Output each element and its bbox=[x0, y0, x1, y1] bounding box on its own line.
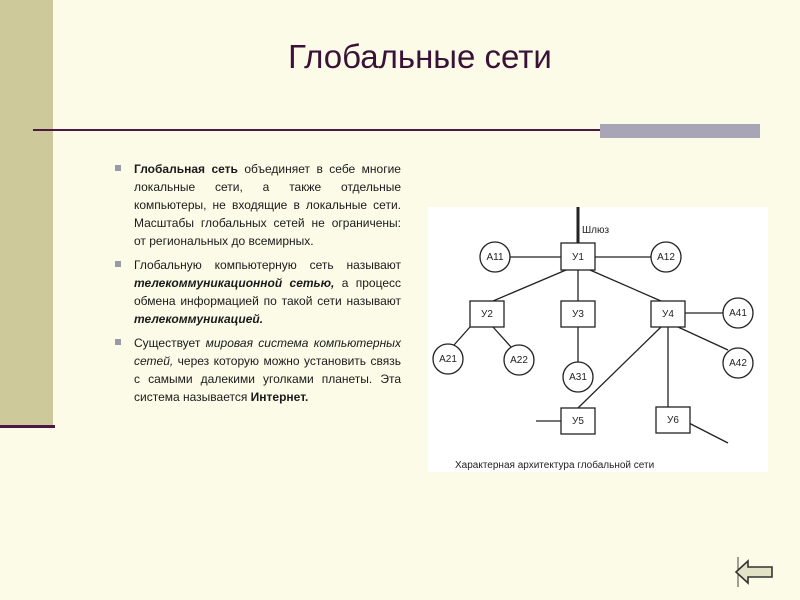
network-diagram-svg: У1 У2 У3 У4 У5 У6 А11 А12 А21 А22 А31 А4… bbox=[432, 207, 754, 471]
router-y1-box bbox=[560, 242, 596, 271]
back-arrow-shape bbox=[734, 559, 773, 585]
paragraph-3-text-a: Существует bbox=[134, 336, 206, 350]
link-y6-right bbox=[684, 420, 729, 444]
host-a41-circle bbox=[722, 297, 754, 329]
node-label-y1: У1 bbox=[572, 252, 584, 263]
slide-title: Глобальные сети bbox=[288, 38, 552, 75]
term-internet: Интернет. bbox=[250, 390, 309, 404]
node-label-a11: А11 bbox=[486, 252, 503, 263]
term-telecom-network: телекоммуникационной сетью, bbox=[134, 276, 335, 290]
link-y4-a42 bbox=[677, 326, 729, 351]
router-y3-box bbox=[560, 300, 596, 328]
node-label-a41: А41 bbox=[729, 308, 747, 319]
host-a11-circle bbox=[479, 241, 511, 273]
term-telecommunication: телекоммуникацией. bbox=[134, 312, 264, 326]
router-boxes bbox=[469, 242, 691, 435]
node-label-y3: У3 bbox=[572, 309, 584, 320]
node-labels: У1 У2 У3 У4 У5 У6 А11 А12 А21 А22 А31 А4… bbox=[439, 252, 747, 427]
network-diagram: У1 У2 У3 У4 У5 У6 А11 А12 А21 А22 А31 А4… bbox=[428, 207, 768, 472]
link-y1-y4 bbox=[589, 269, 662, 302]
node-label-a31: А31 bbox=[569, 372, 587, 383]
gateway-label: Шлюз bbox=[582, 225, 610, 236]
diagram-links bbox=[453, 207, 729, 444]
router-y4-box bbox=[650, 300, 686, 328]
router-y5-box bbox=[560, 407, 596, 435]
term-world-system: мировая система компьютерных сетей, bbox=[134, 336, 401, 368]
host-a21-circle bbox=[432, 343, 464, 375]
bullet-paragraph-1: Глобальная сеть объединяет в себе многие… bbox=[115, 160, 401, 250]
bullet-paragraph-3: Существует мировая система компьютерных … bbox=[115, 334, 401, 406]
diagram-caption: Характерная архитектура глобальной сети bbox=[455, 459, 654, 471]
link-y1-y2 bbox=[492, 269, 567, 302]
paragraph-2-text-b: а процесс обмена информацией по такой се… bbox=[134, 276, 401, 308]
node-label-y2: У2 bbox=[481, 309, 493, 320]
link-y4-y5 bbox=[577, 326, 662, 409]
paragraph-1-text: объединяет в себе многие локальные сети,… bbox=[134, 162, 401, 248]
node-label-a22: А22 bbox=[510, 355, 528, 366]
node-label-a12: А12 bbox=[657, 252, 675, 263]
node-label-a21: А21 bbox=[439, 354, 457, 365]
link-y2-a21 bbox=[453, 326, 471, 346]
bullet-icon bbox=[115, 339, 121, 345]
host-a42-circle bbox=[722, 347, 754, 379]
bullet-icon bbox=[115, 261, 121, 267]
bullet-icon bbox=[115, 165, 121, 171]
router-y2-box bbox=[469, 300, 505, 328]
link-y2-a22 bbox=[492, 326, 512, 348]
node-label-y5: У5 bbox=[572, 416, 584, 427]
router-y6-box bbox=[655, 406, 691, 434]
left-decorative-bar bbox=[0, 0, 53, 425]
back-arrow-icon bbox=[734, 557, 773, 587]
bullet-paragraph-2: Глобальную компьютерную сеть называют те… bbox=[115, 256, 401, 328]
paragraph-3-text-b: через которую можно установить связь с с… bbox=[134, 354, 401, 404]
back-button[interactable] bbox=[732, 556, 776, 588]
term-global-network: Глобальная сеть bbox=[134, 162, 238, 176]
host-circles bbox=[432, 241, 754, 393]
node-label-y4: У4 bbox=[662, 309, 674, 320]
host-a12-circle bbox=[650, 241, 682, 273]
slide-content: Глобальная сеть объединяет в себе многие… bbox=[115, 160, 401, 412]
title-divider-block bbox=[600, 124, 760, 138]
host-a31-circle bbox=[562, 361, 594, 393]
node-label-a42: А42 bbox=[729, 358, 747, 369]
node-label-y6: У6 bbox=[667, 415, 679, 426]
title-divider bbox=[33, 129, 760, 131]
paragraph-2-text-a: Глобальную компьютерную сеть называют bbox=[134, 258, 401, 272]
host-a22-circle bbox=[503, 344, 535, 376]
left-bar-underline bbox=[0, 425, 55, 428]
